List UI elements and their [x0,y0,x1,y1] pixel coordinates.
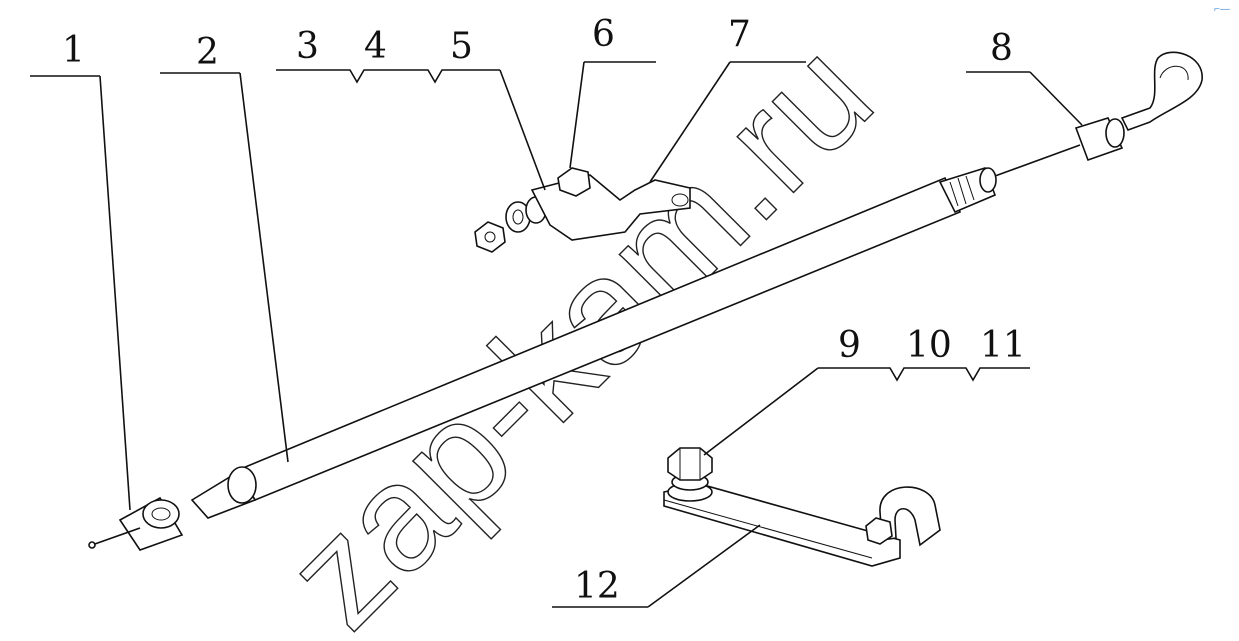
callout-11: 11 [980,325,1026,366]
leader-lines [30,61,1083,608]
callout-labels: 1 2 3 4 5 6 7 8 9 10 11 12 [62,14,1026,607]
corner-mark: ⌐— [1214,4,1230,15]
clamp-assembly [663,447,941,567]
callout-8: 8 [990,28,1013,69]
callout-2: 2 [196,32,219,73]
callout-5: 5 [450,26,473,67]
callout-6: 6 [592,14,615,55]
callout-7: 7 [728,14,751,55]
callout-12: 12 [574,566,620,607]
callout-9: 9 [838,325,861,366]
cable-assembly [88,51,1203,551]
callout-10: 10 [906,325,952,366]
bracket-assembly [474,167,691,253]
callout-1: 1 [62,30,85,71]
callout-4: 4 [364,26,387,67]
callout-3: 3 [296,26,319,67]
